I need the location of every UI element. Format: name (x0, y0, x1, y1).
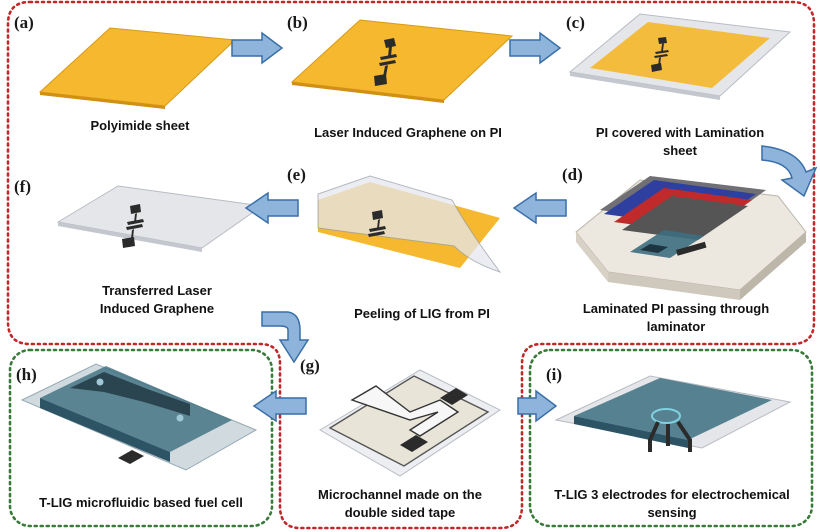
caption-g-line2: double sided tape (344, 505, 456, 520)
caption-d-line2: laminator (646, 319, 706, 334)
arrow-c-to-d (761, 145, 818, 198)
panel-letter-d: (d) (562, 165, 583, 184)
lig-on-pi-illustration (290, 19, 514, 103)
arrow-d-to-e (512, 191, 567, 225)
arrow-e-to-f (244, 191, 299, 225)
panel-letter-f: (f) (14, 177, 31, 196)
transferred-lig-illustration (56, 185, 264, 252)
panel-letter-h: (h) (16, 365, 37, 384)
laminated-pi-illustration (568, 13, 792, 100)
laminator-illustration (575, 176, 807, 300)
arrow-a-to-b (231, 31, 284, 65)
red-dotted-border (6, 0, 816, 530)
caption-h: T-LIG microfluidic based fuel cell (39, 495, 243, 510)
panel-letter-b: (b) (287, 13, 308, 32)
caption-f-line1: Transferred Laser (102, 283, 212, 298)
caption-i: T-LIG 3 electrodes for electrochemical s… (534, 486, 810, 522)
electrochemical-sensor-illustration (554, 375, 792, 452)
caption-b: Laser Induced Graphene on PI (314, 125, 502, 140)
caption-c-line2: sheet (663, 143, 697, 158)
caption-f-line2: Induced Graphene (99, 301, 215, 316)
panel-letter-c: (c) (566, 13, 585, 32)
arrow-g-to-h (252, 389, 307, 423)
green-dotted-border-left (8, 348, 274, 528)
green-dotted-border-right (528, 348, 814, 528)
arrow-f-to-g (261, 311, 310, 364)
polyimide-sheet-illustration (38, 27, 237, 109)
caption-d: Laminated PI passing through laminator (556, 300, 796, 336)
graphene-electrode-pattern (374, 38, 397, 86)
panel-letter-a: (a) (14, 13, 34, 32)
panel-letter-i: (i) (546, 365, 563, 384)
caption-g: Microchannel made on the double sided ta… (290, 486, 510, 522)
microchannel-tape-illustration (319, 369, 501, 477)
caption-c-line1: PI covered with Lamination (595, 125, 765, 140)
caption-i-line2: sensing (647, 505, 697, 520)
caption-d-line1: Laminated PI passing through (582, 301, 770, 316)
caption-a: Polyimide sheet (90, 118, 190, 133)
panel-letter-g: (g) (300, 356, 320, 375)
caption-e: Peeling of LIG from PI (354, 306, 490, 321)
caption-c: PI covered with Lamination sheet (560, 124, 800, 160)
arrow-b-to-c (509, 31, 562, 65)
panel-letter-e: (e) (287, 165, 306, 184)
caption-g-line1: Microchannel made on the (318, 487, 482, 502)
caption-f: Transferred Laser Induced Graphene (52, 282, 262, 318)
fuel-cell-illustration (20, 363, 258, 471)
caption-i-line1: T-LIG 3 electrodes for electrochemical (554, 487, 790, 502)
peeling-lig-illustration (317, 175, 502, 273)
arrow-g-to-i (517, 389, 558, 423)
